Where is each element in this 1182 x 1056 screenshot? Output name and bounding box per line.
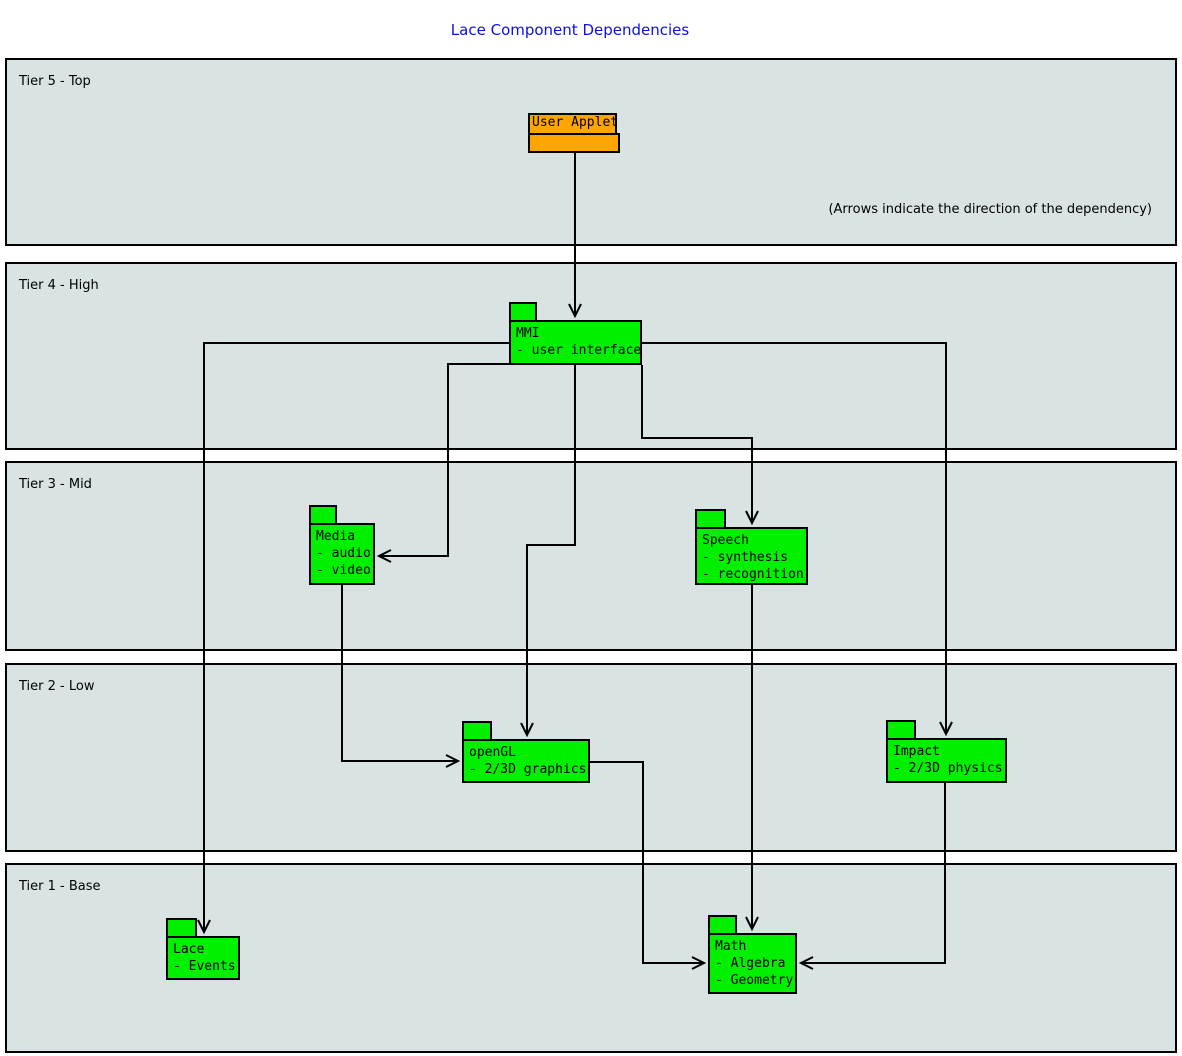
- component-name: Lace: [173, 942, 205, 957]
- package-tab-icon: [886, 720, 916, 740]
- component-detail: - recognition: [702, 567, 804, 582]
- component-detail: - Geometry: [715, 973, 794, 988]
- package-tab-icon: [695, 509, 726, 529]
- component-name: Media: [316, 529, 356, 544]
- diagram-title: Lace Component Dependencies: [450, 21, 690, 39]
- component-name: Math: [715, 939, 747, 954]
- component-detail: - synthesis: [702, 550, 789, 565]
- component-detail: - 2/3D physics: [893, 761, 1003, 776]
- package-tab-icon: [509, 302, 537, 322]
- tier-3-band: Tier 3 - Mid: [5, 461, 1177, 651]
- component-name: Impact: [893, 744, 940, 759]
- tier-3-label: Tier 3 - Mid: [19, 477, 92, 492]
- package-tab-icon: [462, 721, 492, 741]
- component-name: openGL: [469, 745, 516, 760]
- component-detail: - video: [316, 563, 371, 578]
- arrow-direction-note: (Arrows indicate the direction of the de…: [828, 202, 1152, 217]
- component-detail: - 2/3D graphics: [469, 762, 587, 777]
- tier-4-band: Tier 4 - High: [5, 262, 1177, 450]
- component-detail: - Events: [173, 959, 236, 974]
- package-tab-icon: [309, 505, 337, 525]
- component-detail: - audio: [316, 546, 371, 561]
- tier-5-label: Tier 5 - Top: [19, 74, 91, 89]
- component-name: MMI: [516, 326, 540, 341]
- tier-1-label: Tier 1 - Base: [19, 879, 101, 894]
- package-tab-icon: [166, 918, 197, 938]
- component-detail: - user interface: [516, 343, 642, 358]
- package-tab-icon: User Applet: [528, 113, 618, 135]
- component-user-applet-body: [528, 133, 620, 153]
- package-tab-icon: [708, 915, 737, 935]
- component-name: Speech: [702, 533, 749, 548]
- tier-2-label: Tier 2 - Low: [19, 679, 95, 694]
- component-detail: - Algebra: [715, 956, 786, 971]
- tier-4-label: Tier 4 - High: [19, 278, 99, 293]
